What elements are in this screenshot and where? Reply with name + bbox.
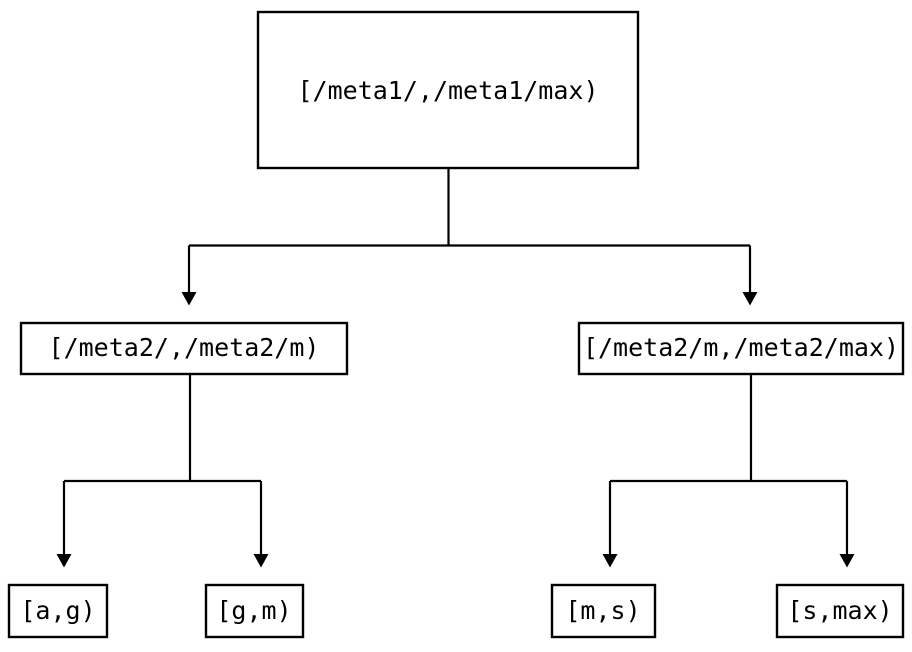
- node-middle-right-label: [/meta2/m,/meta2/max): [583, 333, 899, 362]
- node-leaf-ms-box[interactable]: [550, 583, 657, 639]
- arrowhead-middle-left: [181, 292, 197, 306]
- arrowhead-leaf-gm: [253, 554, 269, 568]
- node-leaf-gm-box[interactable]: [204, 583, 305, 639]
- edge-group-middle-right: [602, 374, 855, 568]
- node-middle-right[interactable]: [/meta2/m,/meta2/max): [577, 321, 905, 376]
- node-middle-left[interactable]: [/meta2/,/meta2/m): [19, 321, 349, 376]
- node-leaf-gm-label: [g,m): [216, 596, 291, 625]
- node-root[interactable]: [/meta1/,/meta1/max): [256, 10, 640, 170]
- node-leaf-smax[interactable]: [s,max): [775, 583, 905, 639]
- node-leaf-gm[interactable]: [g,m): [204, 583, 305, 639]
- arrowhead-middle-right: [742, 292, 758, 306]
- node-root-label: [/meta1/,/meta1/max): [297, 76, 598, 105]
- node-middle-left-box[interactable]: [19, 321, 349, 376]
- node-root-box[interactable]: [256, 10, 640, 170]
- node-middle-right-box[interactable]: [577, 321, 905, 376]
- node-leaf-ms-label: [m,s): [565, 596, 640, 625]
- node-leaf-smax-box[interactable]: [775, 583, 905, 639]
- node-leaf-ag-label: [a,g): [20, 596, 95, 625]
- node-leaf-smax-label: [s,max): [787, 596, 892, 625]
- node-middle-left-label: [/meta2/,/meta2/m): [49, 333, 320, 362]
- arrowhead-leaf-ag: [56, 554, 72, 568]
- node-leaf-ag[interactable]: [a,g): [7, 583, 109, 639]
- arrowhead-leaf-smax: [839, 554, 855, 568]
- arrowhead-leaf-ms: [602, 554, 618, 568]
- edge-group-root: [181, 168, 758, 306]
- node-leaf-ag-box[interactable]: [7, 583, 109, 639]
- edge-group-middle-left: [56, 374, 269, 568]
- node-leaf-ms[interactable]: [m,s): [550, 583, 657, 639]
